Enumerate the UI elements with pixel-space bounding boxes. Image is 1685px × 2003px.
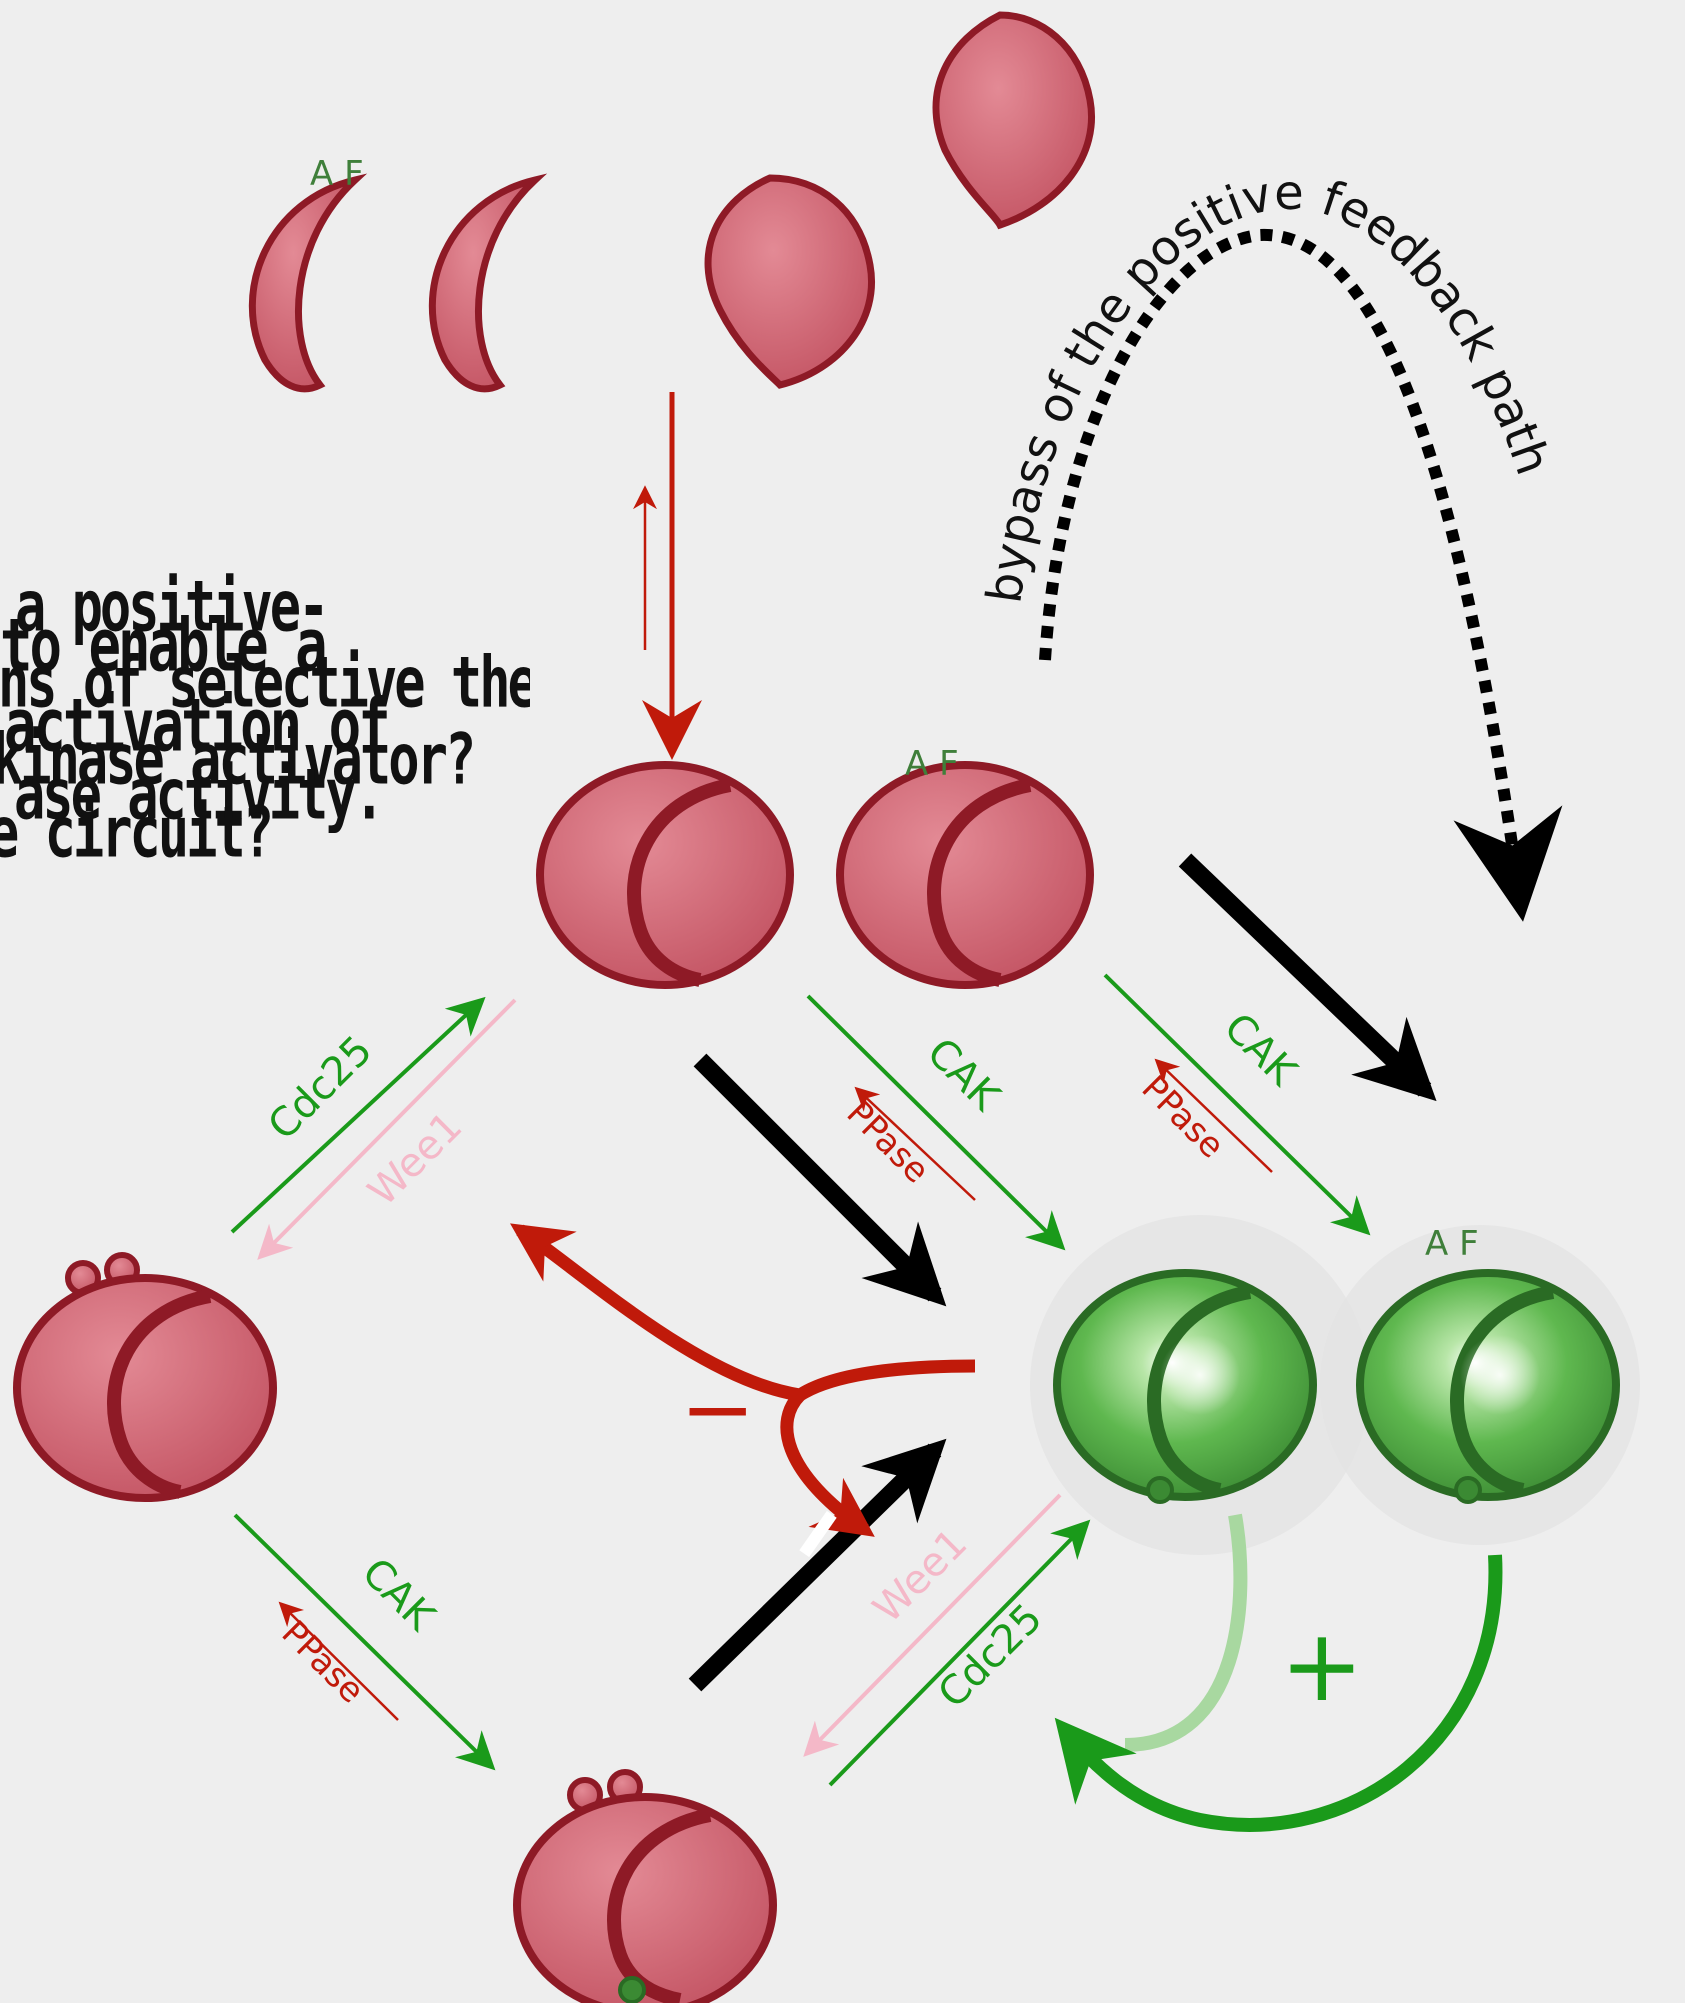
cdk-cyclin-complex — [540, 765, 790, 985]
label-cak-middle: CAK — [918, 1030, 1009, 1121]
label-af-top: A F — [310, 154, 364, 194]
label-wee1-lower: Wee1 — [865, 1520, 977, 1632]
cdk-monomer-2 — [936, 15, 1092, 225]
label-cdc25-lower: Cdc25 — [930, 1595, 1052, 1717]
label-cdc25-upper: Cdc25 — [260, 1027, 382, 1149]
label-cak-right: CAK — [1215, 1005, 1306, 1096]
cyclin-monomer-2 — [432, 180, 535, 389]
label-af-middle: A F — [905, 744, 959, 784]
label-minus: − — [680, 1357, 755, 1462]
cyclin-monomer-1 — [252, 180, 355, 389]
cdk-cyclin-inhibited-left — [17, 1255, 273, 1498]
label-cak-lower: CAK — [353, 1550, 444, 1641]
cak-arrow-lower — [235, 1515, 490, 1765]
active-cdk-cyclin-af — [1360, 1273, 1616, 1502]
cdk-monomer-1 — [708, 178, 872, 385]
cdk-cyclin-inhibited-bottom — [517, 1772, 773, 2003]
active-cdk-cyclin — [1057, 1273, 1313, 1502]
black-arrow-af-to-active — [1185, 860, 1425, 1090]
label-plus: + — [1280, 1607, 1364, 1724]
label-af-active: A F — [1425, 1224, 1479, 1264]
cdk-cyclin-complex-af — [840, 765, 1090, 985]
label-wee1-upper: Wee1 — [360, 1103, 472, 1215]
negative-feedback-branch — [787, 1395, 865, 1530]
label-ppase-lower: PPase — [274, 1613, 372, 1711]
